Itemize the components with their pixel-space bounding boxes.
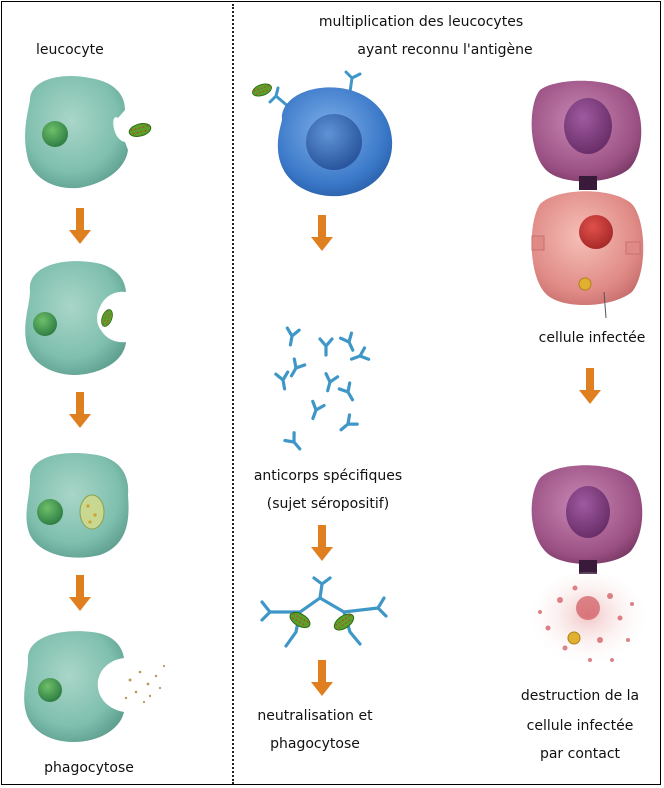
- destroyed-cell: [530, 572, 646, 668]
- label-destruction-1: destruction de la: [500, 686, 660, 706]
- label-anticorps-1: anticorps spécifiques: [240, 466, 416, 486]
- arrow-middle-3: [311, 660, 333, 696]
- arrow-left-1: [69, 208, 91, 244]
- label-destruction-3: par contact: [500, 744, 660, 764]
- label-anticorps-2: (sujet séropositif): [240, 494, 416, 514]
- antibodies-cluster: [276, 328, 369, 453]
- b-lymphocyte: [251, 72, 392, 196]
- phagocyte-cell-2: [25, 261, 126, 375]
- label-phagocytose: phagocytose: [24, 758, 154, 778]
- label-neutralisation-1: neutralisation et: [240, 706, 390, 726]
- arrow-right-1: [579, 368, 601, 404]
- cell-contact-junction-2: [579, 560, 597, 574]
- cell-contact-junction: [579, 176, 597, 190]
- label-leucocyte: leucocyte: [36, 40, 104, 60]
- arrow-left-2: [69, 392, 91, 428]
- infected-cell: [532, 191, 644, 318]
- label-multiplication-2: ayant reconnu l'antigène: [330, 40, 560, 60]
- virus-particle: [579, 278, 591, 290]
- killer-cell-top: [532, 81, 642, 182]
- phagocyte-cell-3: [26, 453, 128, 558]
- label-neutralisation-2: phagocytose: [240, 734, 390, 754]
- label-cellule-infectee: cellule infectée: [524, 328, 660, 348]
- arrow-middle-1: [311, 215, 333, 251]
- label-multiplication-1: multiplication des leucocytes: [306, 12, 536, 32]
- neutralised-complex: [262, 578, 386, 646]
- debris-particles: [125, 665, 165, 703]
- arrow-left-3: [69, 575, 91, 611]
- arrow-middle-2: [311, 525, 333, 561]
- label-destruction-2: cellule infectée: [500, 716, 660, 736]
- killer-cell-bottom: [532, 465, 643, 564]
- phagocyte-cell-4: [24, 631, 165, 742]
- phagocyte-cell-1: [25, 76, 152, 188]
